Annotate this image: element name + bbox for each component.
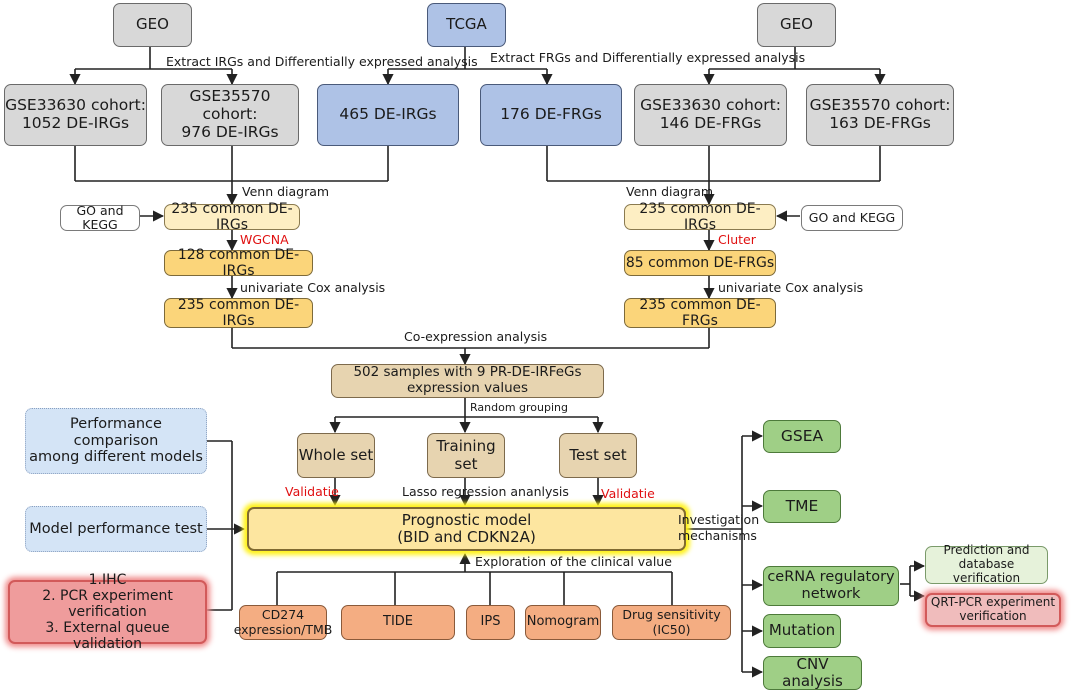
left-common-deirgs-2: 128 common DE-IRGs bbox=[164, 247, 313, 279]
tme-box: TME bbox=[763, 490, 841, 523]
cnv-analysis-box: CNV analysis bbox=[763, 655, 862, 690]
extract-frgs-label: Extract FRGs and Differentially expresse… bbox=[490, 50, 806, 65]
gse33630-fr-cohort: GSE33630 cohort: 146 DE-FRGs bbox=[634, 84, 787, 146]
model-performance-test-box: Model performance test bbox=[25, 506, 207, 552]
geo-right-source: GEO bbox=[757, 3, 836, 47]
exploration-label: Exploration of the clinical value bbox=[475, 554, 672, 569]
extract-irgs-label: Extract IRGs and Differentially expresse… bbox=[166, 54, 478, 69]
go-kegg-left: GO and KEGG bbox=[60, 203, 140, 232]
tcga-de-irgs: 465 DE-IRGs bbox=[317, 84, 459, 146]
test-set: Test set bbox=[559, 433, 637, 478]
gse35570-fr-cohort: GSE35570 cohort: 163 DE-FRGs bbox=[806, 84, 954, 146]
prediction-verification-box: Prediction and database verification bbox=[925, 543, 1048, 585]
right-common-defrgs-3: 235 common DE-FRGs bbox=[624, 297, 776, 329]
cluter-label: Cluter bbox=[718, 232, 756, 247]
gse33630-ir-cohort: GSE33630 cohort: 1052 DE-IRGs bbox=[4, 84, 147, 146]
prognostic-model-box: Prognostic model (BID and CDKN2A) bbox=[247, 507, 686, 551]
mutation-box: Mutation bbox=[763, 614, 841, 648]
qrt-pcr-verification-box: QRT-PCR experiment verification bbox=[925, 593, 1061, 627]
training-set: Training set bbox=[427, 433, 505, 478]
cox-right-label: univariate Cox analysis bbox=[718, 280, 864, 295]
cox-left-label: univariate Cox analysis bbox=[240, 280, 386, 295]
whole-set: Whole set bbox=[297, 433, 375, 478]
venn-left-label: Venn diagram bbox=[242, 184, 330, 199]
cd274-box: CD274 expression/TMB bbox=[234, 605, 332, 640]
validation-list-box: 1.IHC 2. PCR experiment verification 3. … bbox=[8, 572, 207, 652]
investigation-label: Investigation mechanisms bbox=[678, 512, 760, 543]
samples-box: 502 samples with 9 PR-DE-IRFeGs expressi… bbox=[331, 364, 604, 398]
right-common-deirgs-1: 235 common DE-IRGs bbox=[624, 201, 776, 233]
wgcna-label: WGCNA bbox=[240, 232, 289, 247]
cerna-network-box: ceRNA regulatory network bbox=[763, 566, 899, 606]
right-common-defrgs-2: 85 common DE-FRGs bbox=[624, 250, 776, 276]
tcga-source: TCGA bbox=[427, 3, 506, 47]
gse35570-ir-cohort: GSE35570 cohort: 976 DE-IRGs bbox=[161, 84, 299, 146]
geo-left-source: GEO bbox=[113, 3, 192, 47]
coexpression-label: Co-expression analysis bbox=[404, 329, 548, 344]
random-grouping-label: Random grouping bbox=[470, 401, 568, 414]
tcga-de-frgs: 176 DE-FRGs bbox=[480, 84, 622, 146]
drug-sensitivity-box: Drug sensitivity (IC50) bbox=[612, 605, 731, 640]
left-common-deirgs-1: 235 common DE-IRGs bbox=[164, 201, 300, 233]
tide-box: TIDE bbox=[341, 605, 455, 640]
gsea-box: GSEA bbox=[763, 420, 841, 453]
nomogram-box: Nomogram bbox=[525, 605, 601, 640]
left-common-deirgs-3: 235 common DE-IRGs bbox=[164, 297, 313, 329]
validatie-left-label: Validatie bbox=[285, 484, 339, 499]
performance-comparison-box: Performance comparison among different m… bbox=[25, 408, 207, 474]
venn-right-label: Venn diagram bbox=[626, 184, 714, 199]
lasso-label: Lasso regression ananlysis bbox=[402, 484, 569, 499]
ips-box: IPS bbox=[466, 605, 515, 640]
validatie-right-label: Validatie bbox=[601, 486, 655, 501]
go-kegg-right: GO and KEGG bbox=[801, 205, 903, 231]
